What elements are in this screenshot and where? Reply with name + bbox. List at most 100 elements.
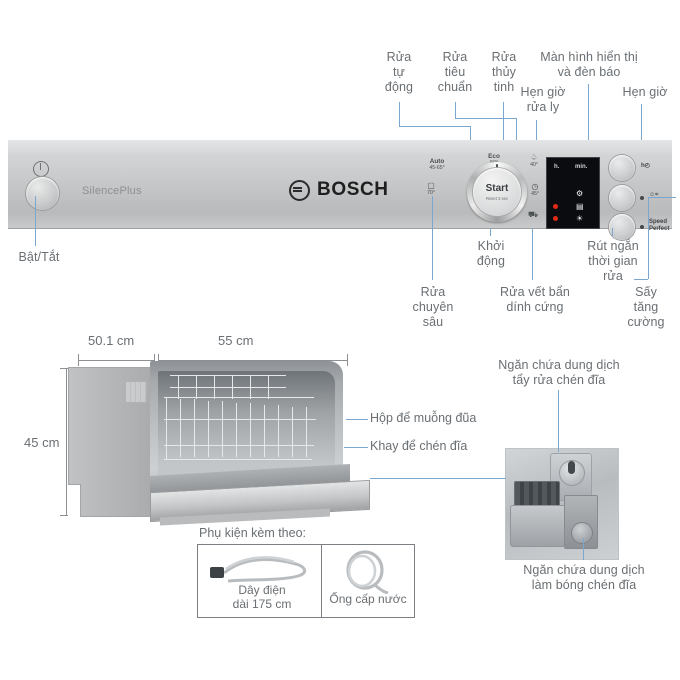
control-panel: SilencePlus BOSCH Auto 45-65° Eco 50° ♤ …	[8, 140, 672, 240]
detergent-dispenser-photo	[505, 448, 619, 560]
faucet-indicator-icon: ⚙	[576, 189, 584, 198]
callout-shorten-time: Rút ngắn thời gian rửa	[587, 239, 639, 283]
callout-wash-standard: Rửa tiêu chuẩn	[437, 50, 473, 94]
program-intensive: ▢ 70°	[420, 182, 442, 197]
dispenser-slot	[568, 461, 575, 474]
start-button[interactable]: Start Reset 3 sec	[473, 168, 521, 216]
extra-dry-icon: ☺≈	[649, 192, 659, 198]
width-dim-label: 55 cm	[218, 333, 254, 348]
leader-line-timer-v	[641, 104, 642, 152]
lcd-display: h. min. ⚙ ▤ ☀	[546, 157, 600, 229]
wine-glass-icon: ♤	[530, 153, 538, 162]
leader-line-detergent-v	[558, 390, 559, 452]
reset-label: Reset 3 sec	[485, 196, 509, 201]
silence-plus-logo: SilencePlus	[82, 185, 142, 197]
leader-line-display-v	[588, 84, 589, 140]
accessories-divider	[321, 545, 322, 617]
leader-line-deep-wash-v	[432, 196, 433, 280]
program-glass: ♤ 40°	[523, 154, 545, 169]
silence-text: Silence	[82, 185, 120, 197]
lcd-hours-label: h.	[554, 164, 560, 170]
height-dim-tick-top	[60, 368, 72, 369]
depth-dim-line	[78, 360, 154, 361]
leader-line-dish-tray	[344, 447, 368, 448]
callout-timer: Hẹn giờ	[622, 85, 668, 99]
leader-line-start-v	[490, 228, 491, 236]
callout-dish-tray: Khay để chén đĩa	[370, 439, 468, 453]
program-glass-temp: 40°	[530, 162, 538, 168]
program-eco-name: Eco	[488, 153, 500, 160]
dial-indicator	[496, 164, 498, 170]
speed-perfect-line2: Perfect	[649, 226, 670, 232]
timer-button-icon: h◴	[641, 163, 650, 169]
extra-dry-button[interactable]	[609, 185, 635, 211]
bosch-logo: BOSCH	[289, 179, 389, 201]
depth-dim-tick-right	[154, 354, 155, 366]
depth-dim-label: 50.1 cm	[88, 333, 135, 348]
program-auto-temp: 45-65°	[429, 165, 445, 171]
callout-start: Khởi động	[476, 239, 506, 268]
width-dim-line	[158, 360, 348, 361]
plus-text: Plus	[119, 185, 142, 197]
speed-perfect-label: Speed Perfect	[649, 219, 669, 233]
speed-perfect-led	[640, 225, 644, 229]
speed-perfect-line1: Speed	[649, 219, 668, 225]
water-hose-image	[334, 550, 394, 595]
leader-line-extra-dry-h	[648, 197, 676, 198]
accessory-label-power-cord: Dây điện dài 175 cm	[232, 583, 292, 611]
width-dim-tick-right	[347, 354, 348, 366]
power-button[interactable]	[26, 177, 59, 210]
callout-wash-glass: Rửa thủy tinh	[491, 50, 517, 94]
program-auto-name: Auto	[429, 158, 445, 165]
dishwasher-side-panel	[68, 367, 154, 517]
accessory-label-water-hose: Ống cấp nước	[329, 592, 407, 606]
leader-line-extra-dry-h2	[634, 279, 648, 280]
shower-icon: ⛟	[527, 210, 539, 219]
width-dim-tick-left	[158, 354, 159, 366]
salt-led	[553, 204, 558, 209]
accessories-box: Dây điện dài 175 cm Ống cấp nước	[197, 544, 415, 618]
speed-perfect-button[interactable]	[609, 214, 635, 240]
dish-rack	[164, 397, 324, 471]
leader-line-extra-dry-v	[648, 197, 649, 279]
leader-line-wash-auto-v	[399, 102, 400, 126]
program-dial[interactable]: Start Reset 3 sec	[467, 162, 527, 222]
leader-line-standard-v2	[516, 118, 517, 142]
callout-display: Màn hình hiển thị và đèn báo	[540, 50, 638, 79]
height-dim-line	[66, 368, 67, 516]
bosch-mark-icon	[289, 179, 310, 201]
program-auto: Auto 45-65°	[420, 158, 454, 172]
lcd-minutes-label: min.	[575, 164, 588, 170]
leader-line-standard-v	[455, 102, 456, 118]
upper-rack	[170, 375, 290, 401]
leader-line-glass-v	[503, 102, 504, 146]
rinse-aid-led	[553, 216, 558, 221]
bosch-wordmark: BOSCH	[317, 179, 389, 200]
power-icon	[33, 161, 49, 177]
salt-indicator-icon: ▤	[576, 202, 584, 211]
power-cord-svg	[209, 556, 306, 583]
timer-button[interactable]	[609, 155, 635, 181]
callout-detergent-compartment: Ngăn chứa dung dịch tẩy rửa chén đĩa	[498, 358, 620, 387]
height-dim-tick-bottom	[60, 515, 72, 516]
height-dim-label: 45 cm	[24, 435, 60, 450]
pot-icon: ▢	[427, 181, 435, 190]
depth-dim-tick-left	[78, 354, 79, 366]
extra-dry-led	[640, 196, 644, 200]
callout-hard-stains: Rửa vết bẩn dính cứng	[500, 285, 570, 314]
program-quick-temp: 45°	[531, 191, 539, 197]
callout-extra-dry: Sấy tăng cường	[627, 285, 665, 329]
rinse-aid-indicator-icon: ☀	[576, 214, 584, 223]
callout-power: Bật/Tắt	[18, 250, 60, 264]
leader-line-hard-stains-v	[532, 228, 533, 280]
callout-rinse-aid-compartment: Ngăn chứa dung dịch làm bóng chén đĩa	[523, 563, 645, 592]
callout-deep-wash: Rửa chuyên sâu	[412, 285, 454, 329]
program-intensive-temp: 70°	[427, 190, 435, 196]
program-prewash: ⛟	[522, 211, 544, 219]
start-label: Start	[485, 183, 509, 194]
leader-line-dispenser-h	[370, 478, 506, 479]
leader-line-power-v	[35, 196, 36, 246]
dispenser-cover-plate	[510, 505, 566, 547]
callout-wash-auto: Rửa tự động	[384, 50, 414, 94]
